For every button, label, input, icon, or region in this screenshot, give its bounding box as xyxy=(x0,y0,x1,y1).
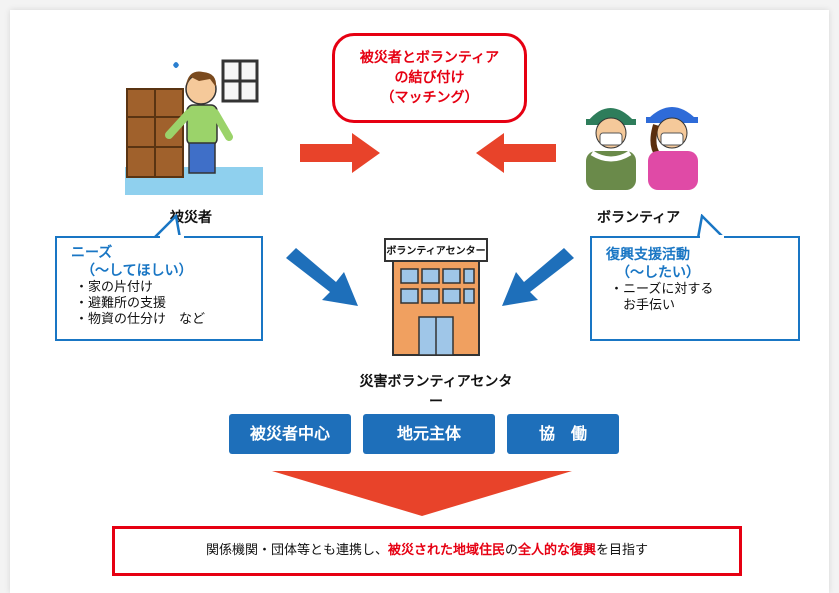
goal-text-3: の xyxy=(504,543,518,558)
matching-line1: 被災者とボランティア xyxy=(359,50,500,66)
matching-line2: の結び付け xyxy=(394,70,465,86)
needs-sub: （～してほしい） xyxy=(81,263,193,279)
needs-head: ニーズ xyxy=(71,245,113,261)
volunteers-illustration xyxy=(586,107,698,190)
red-arrow-right-icon xyxy=(300,133,380,173)
needs-callout: ニーズ （～してほしい） ・家の片付け ・避難所の支援 ・物資の仕分け など xyxy=(55,236,263,341)
needs-item: ・避難所の支援 xyxy=(75,296,167,311)
building-sign: ボランティアセンター xyxy=(386,246,486,257)
goal-text-1: 関係機関・団体等とも連携し、 xyxy=(205,543,388,558)
blue-arrow-down-right-icon xyxy=(286,248,358,306)
matching-bubble: 被災者とボランティア の結び付け （マッチング） xyxy=(332,33,527,123)
goal-box: 関係機関・団体等とも連携し、被災された地域住民の全人的な復興を目指す xyxy=(112,526,742,576)
volunteer-label: ボランティア xyxy=(597,210,681,226)
volunteer-center-building xyxy=(384,238,488,356)
support-sub: （～したい） xyxy=(616,265,700,281)
victim-illustration xyxy=(125,55,263,195)
principle-pill: 被災者中心 xyxy=(229,414,351,454)
principle-pill: 協 働 xyxy=(507,414,619,454)
support-callout: 復興支援活動 （～したい） ・ニーズに対する お手伝い xyxy=(590,236,800,341)
victim-label: 被災者 xyxy=(170,210,212,226)
goal-text-4: 全人的な復興 xyxy=(518,543,597,558)
principle-pill: 地元主体 xyxy=(363,414,495,454)
red-down-arrow-icon xyxy=(272,471,572,516)
matching-line3: （マッチング） xyxy=(380,90,479,106)
needs-item: ・物資の仕分け など xyxy=(75,312,206,327)
center-label: 災害ボランティアセンター xyxy=(359,374,513,410)
support-item: お手伝い xyxy=(610,298,676,313)
goal-text-5: を目指す xyxy=(596,543,649,558)
red-arrow-left-icon xyxy=(476,133,556,173)
support-head: 復興支援活動 xyxy=(606,247,690,263)
needs-item: ・家の片付け xyxy=(75,280,154,295)
support-item: ・ニーズに対する xyxy=(610,282,714,297)
goal-text-2: 被災された地域住民 xyxy=(387,543,505,558)
blue-arrow-down-left-icon xyxy=(502,248,574,306)
